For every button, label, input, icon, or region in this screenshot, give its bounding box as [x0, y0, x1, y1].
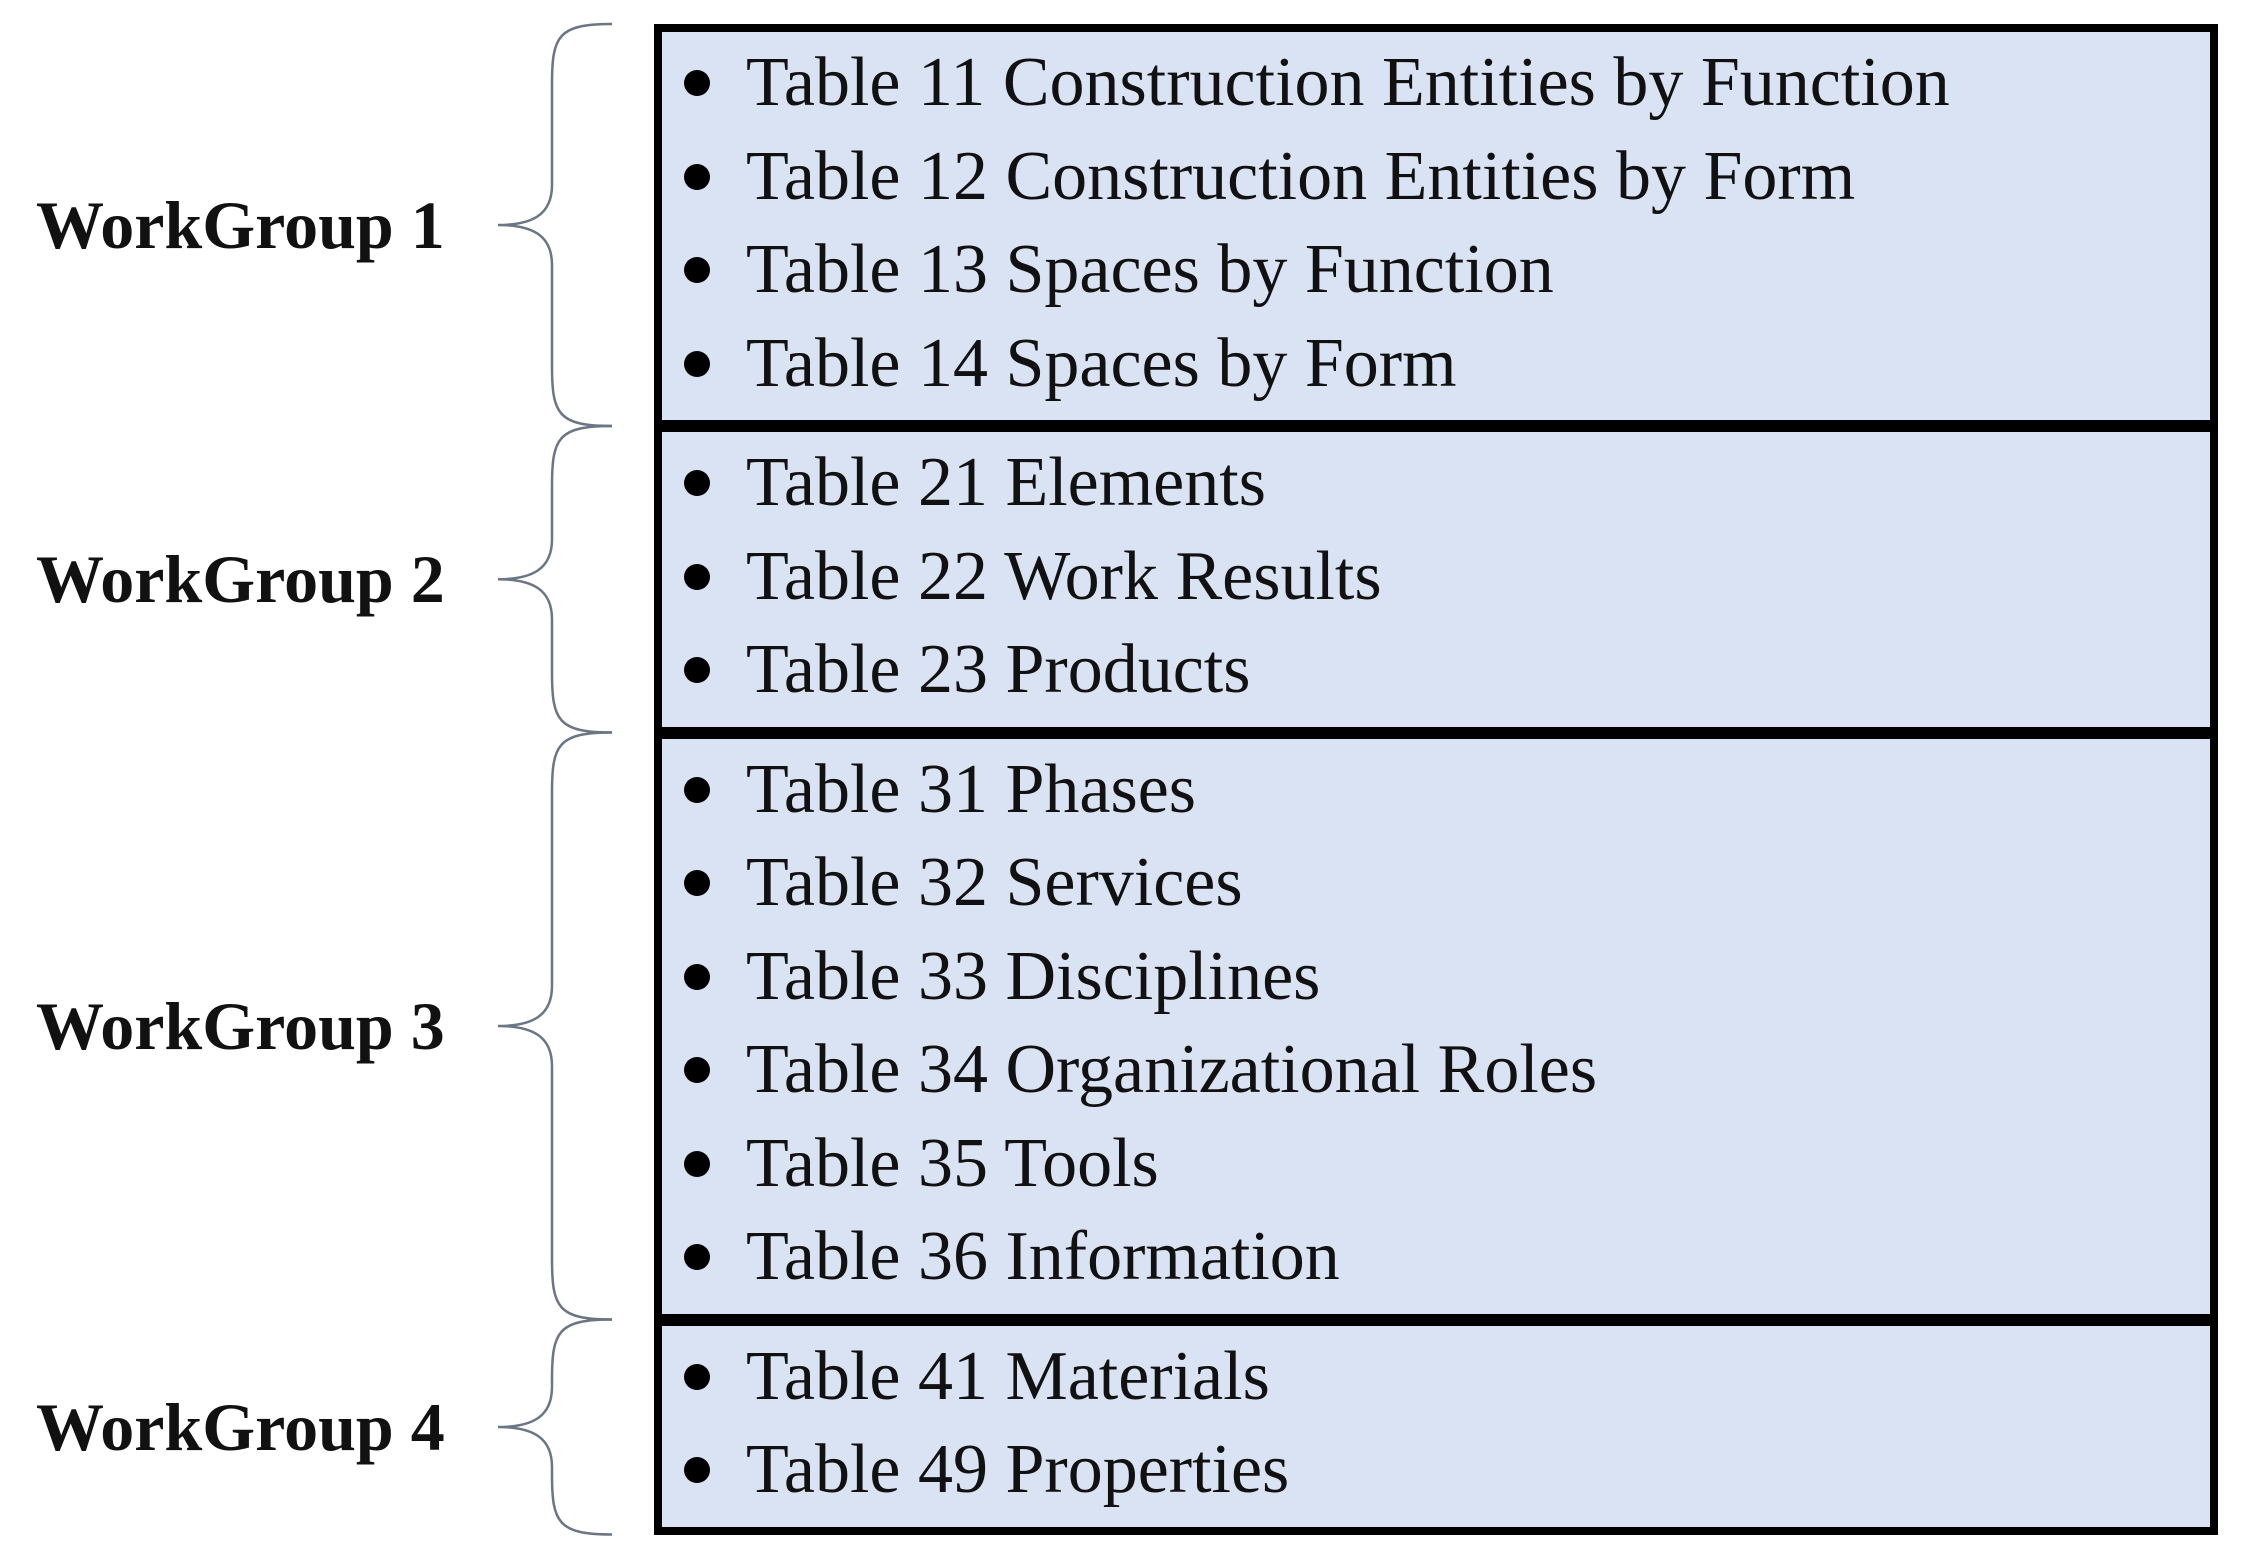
group-divider [662, 726, 2210, 739]
table-item-label: Table 12 Construction Entities by Form [746, 137, 1856, 215]
workgroup-1-box: Table 11 Construction Entities by Functi… [662, 32, 2210, 420]
bullet-icon [684, 563, 710, 590]
workgroup-label: WorkGroup 3 [36, 988, 445, 1064]
bullet-icon [684, 1457, 710, 1483]
table-list-item: Table 32 Services [684, 836, 1243, 930]
table-list-item: Table 36 Information [684, 1210, 1340, 1304]
bullet-icon [684, 1244, 710, 1270]
group-divider [662, 420, 2210, 432]
curly-brace-icon [497, 1318, 613, 1536]
table-item-label: Table 11 Construction Entities by Functi… [746, 44, 1950, 121]
table-list-item: Table 12 Construction Entities by Form [684, 130, 1855, 224]
table-item-label: Table 49 Properties [746, 1431, 1290, 1508]
table-list-item: Table 14 Spaces by Form [684, 317, 1457, 411]
bullet-icon [684, 870, 710, 896]
bullet-icon [684, 963, 710, 990]
bullet-icon [684, 657, 710, 683]
table-item-label: Table 33 Disciplines [746, 937, 1321, 1015]
table-item-label: Table 21 Elements [746, 444, 1266, 521]
table-item-label: Table 31 Phases [746, 750, 1197, 828]
workgroup-label: WorkGroup 4 [36, 1389, 445, 1465]
table-list-item: Table 22 Work Results [684, 530, 1382, 624]
tables-panel: Table 11 Construction Entities by Functi… [654, 24, 2218, 1535]
table-list-item: Table 23 Products [684, 623, 1250, 717]
bullet-icon [684, 1150, 710, 1177]
bullet-icon [684, 1363, 710, 1390]
table-item-label: Table 14 Spaces by Form [746, 324, 1457, 402]
table-list-item: Table 49 Properties [684, 1423, 1289, 1517]
table-list-item: Table 11 Construction Entities by Functi… [684, 36, 1950, 130]
table-item-label: Table 34 Organizational Roles [746, 1031, 1598, 1108]
table-item-label: Table 41 Materials [746, 1337, 1270, 1415]
bullet-icon [684, 257, 710, 283]
bullet-icon [684, 163, 710, 190]
table-list-item: Table 33 Disciplines [684, 930, 1320, 1024]
table-item-label: Table 35 Tools [746, 1124, 1159, 1202]
table-item-label: Table 13 Spaces by Function [746, 231, 1554, 308]
table-list-item: Table 35 Tools [684, 1117, 1159, 1211]
bullet-icon [684, 776, 710, 803]
curly-brace-icon [497, 731, 613, 1321]
bullet-icon [684, 1057, 710, 1083]
table-list-item: Table 31 Phases [684, 743, 1196, 837]
table-item-label: Table 22 Work Results [746, 537, 1382, 615]
workgroup-label: WorkGroup 2 [36, 541, 445, 618]
group-divider [662, 1313, 2210, 1326]
bullet-icon [684, 470, 710, 496]
workgroup-label: WorkGroup 1 [36, 187, 445, 263]
bullet-icon [684, 350, 710, 377]
curly-brace-icon [497, 22, 613, 428]
curly-brace-icon [497, 424, 613, 734]
table-item-label: Table 23 Products [746, 631, 1251, 708]
bullet-icon [684, 70, 710, 96]
table-item-label: Table 36 Information [746, 1218, 1340, 1295]
table-list-item: Table 34 Organizational Roles [684, 1023, 1597, 1117]
table-list-item: Table 21 Elements [684, 436, 1266, 530]
table-item-label: Table 32 Services [746, 844, 1243, 921]
table-list-item: Table 41 Materials [684, 1330, 1270, 1424]
table-list-item: Table 13 Spaces by Function [684, 223, 1554, 317]
